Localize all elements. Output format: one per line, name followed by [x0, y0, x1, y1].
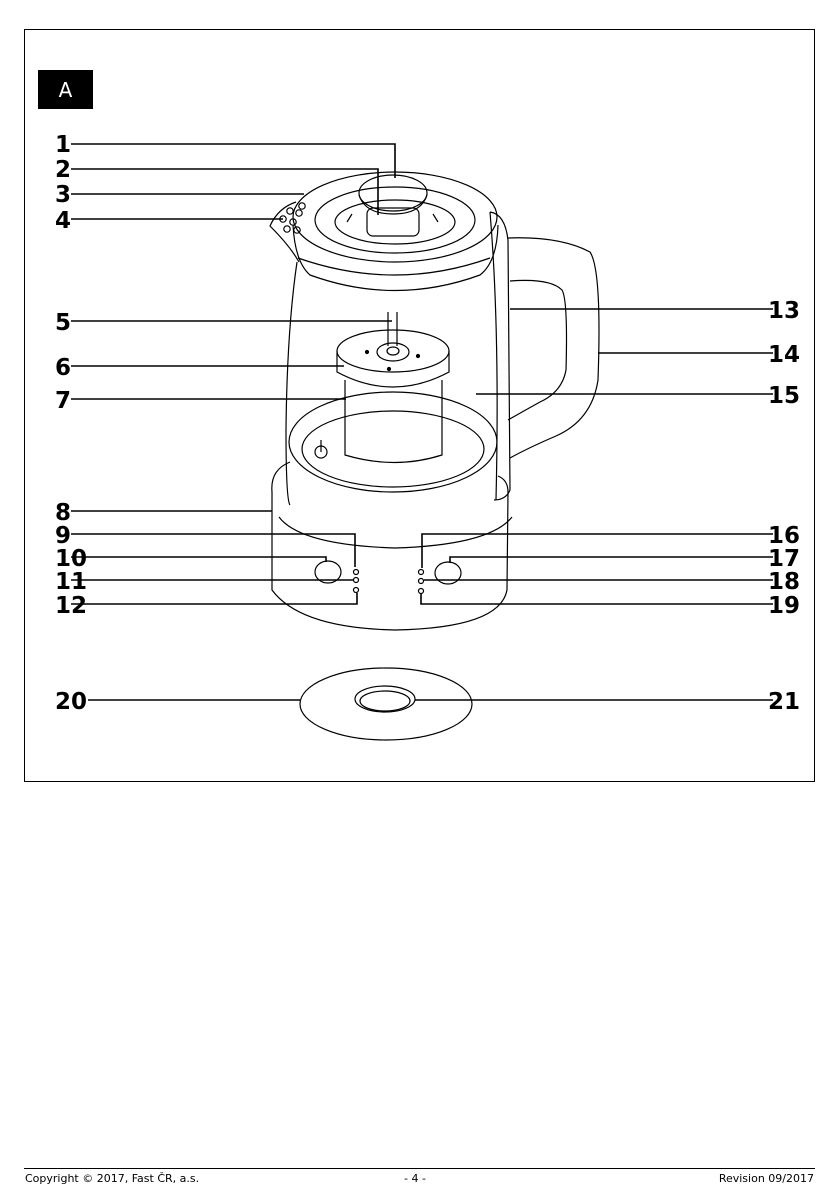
lid-outer: [293, 172, 497, 262]
callout-label-6: 6: [55, 355, 71, 381]
callout-label-4: 4: [55, 208, 71, 234]
callout-label-5: 5: [55, 310, 71, 336]
callout-label-15: 15: [768, 383, 800, 409]
footer-revision: Revision 09/2017: [719, 1172, 814, 1185]
handle: [507, 238, 599, 458]
callout-label-1: 1: [55, 132, 71, 158]
callout-labels-right: 13 14 15 16 17 18 19 21: [768, 298, 800, 715]
base-mat-center: [355, 686, 415, 712]
infuser-top: [337, 330, 449, 372]
kettle-illustration: [270, 172, 599, 740]
footer-copyright: Copyright © 2017, Fast ČR, a.s.: [25, 1172, 199, 1185]
handle-inner: [508, 280, 567, 420]
callout-label-13: 13: [768, 298, 800, 324]
glass-right: [490, 212, 497, 500]
callout-label-19: 19: [768, 593, 800, 619]
lid-knob-stem: [367, 208, 419, 236]
glass-left: [286, 262, 297, 505]
footer-page-number: - 4 -: [404, 1172, 426, 1185]
callout-label-2: 2: [55, 157, 71, 183]
heating-plate-inner: [302, 411, 484, 487]
callout-label-12: 12: [55, 593, 87, 619]
lid-inner: [335, 200, 455, 244]
footer-divider: [24, 1168, 815, 1169]
base-mat: [300, 668, 472, 740]
callout-label-20: 20: [55, 689, 87, 715]
leader-lines: [71, 144, 773, 700]
callout-label-7: 7: [55, 388, 71, 414]
callout-label-11: 11: [55, 569, 87, 595]
callout-label-3: 3: [55, 182, 71, 208]
lid-inner-ring: [315, 187, 475, 253]
callout-label-14: 14: [768, 342, 800, 368]
callout-label-18: 18: [768, 569, 800, 595]
callout-label-21: 21: [768, 689, 800, 715]
lid-knob: [359, 175, 427, 211]
heating-plate-outer: [289, 392, 497, 492]
